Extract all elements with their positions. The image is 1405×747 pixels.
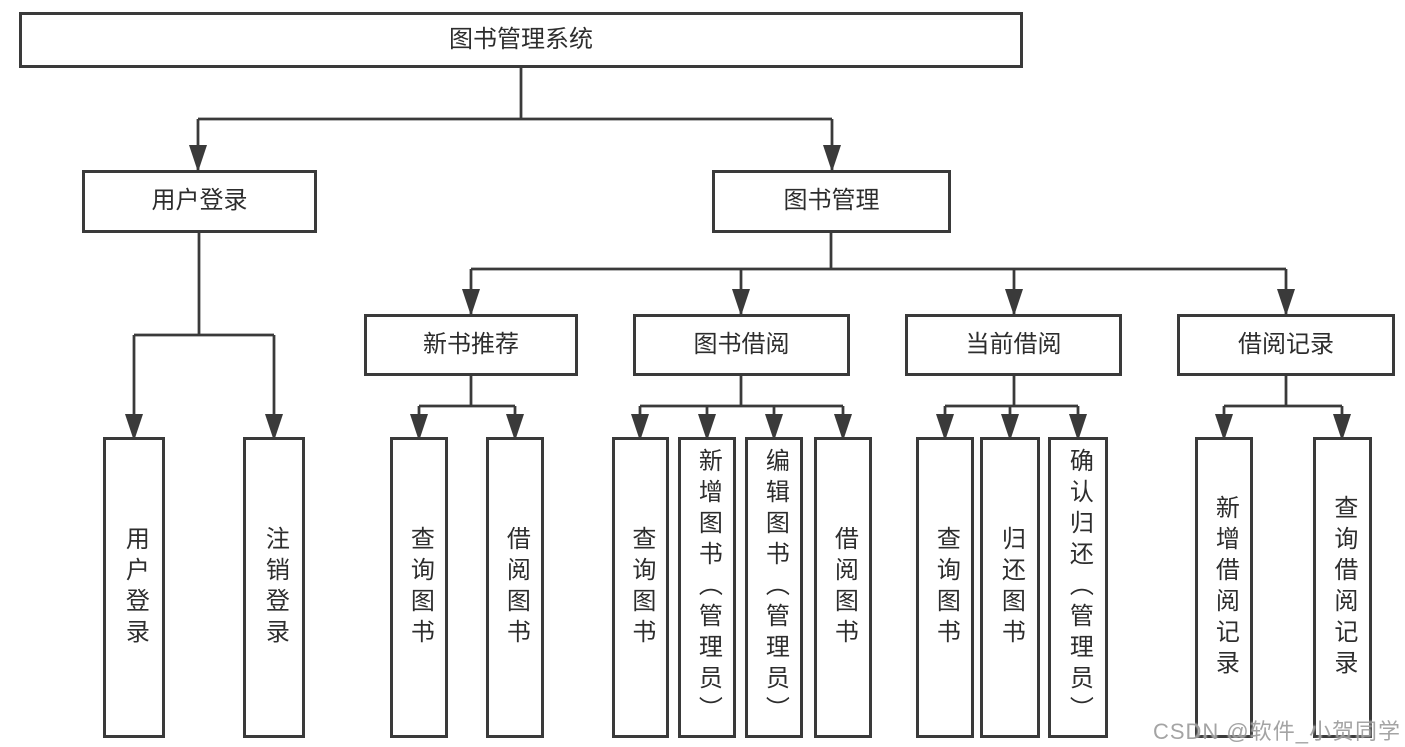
connector-records-to-leaves — [1222, 376, 1344, 439]
arrowhead — [1001, 414, 1019, 441]
arrowhead — [936, 414, 954, 441]
node-book-management-branch: 图书管理 — [712, 170, 951, 233]
leaf-confirm-return-admin: 确认归还（管理员） — [1048, 437, 1108, 738]
arrowhead — [823, 145, 841, 172]
connector-root-to-level2 — [196, 68, 834, 170]
connector-newbook-to-leaves — [417, 376, 517, 439]
leaf-query-books-3: 查询图书 — [916, 437, 974, 738]
leaf-borrow-books-1: 借阅图书 — [486, 437, 544, 738]
arrowhead — [1333, 414, 1351, 441]
node-root-system: 图书管理系统 — [19, 12, 1023, 68]
arrowheads — [125, 145, 1351, 441]
connector-userlogin-to-leaves — [132, 233, 276, 439]
arrowhead — [125, 414, 143, 441]
connector-bookmgmt-to-level3 — [469, 233, 1288, 314]
node-current-borrowing: 当前借阅 — [905, 314, 1122, 376]
node-borrowing-records: 借阅记录 — [1177, 314, 1395, 376]
node-new-book-recommend: 新书推荐 — [364, 314, 578, 376]
leaf-add-borrow-record: 新增借阅记录 — [1195, 437, 1253, 738]
arrowhead — [189, 145, 207, 172]
arrowhead — [765, 414, 783, 441]
arrowhead — [1005, 289, 1023, 316]
node-book-borrowing: 图书借阅 — [633, 314, 850, 376]
arrowhead — [732, 289, 750, 316]
leaf-borrow-books-2: 借阅图书 — [814, 437, 872, 738]
leaf-logout: 注销登录 — [243, 437, 305, 738]
csdn-watermark: CSDN @软件_小贺同学 — [1152, 719, 1401, 744]
arrowhead — [698, 414, 716, 441]
arrowhead — [265, 414, 283, 441]
leaf-query-books-2: 查询图书 — [612, 437, 669, 738]
arrowhead — [631, 414, 649, 441]
leaf-query-borrow-record: 查询借阅记录 — [1313, 437, 1372, 738]
arrowhead — [834, 414, 852, 441]
arrowhead — [506, 414, 524, 441]
leaf-add-book-admin: 新增图书（管理员） — [678, 437, 736, 738]
connector-borrow-to-leaves — [638, 376, 845, 439]
arrowhead — [1069, 414, 1087, 441]
leaf-edit-book-admin: 编辑图书（管理员） — [745, 437, 803, 738]
leaf-query-books-1: 查询图书 — [390, 437, 448, 738]
arrowhead — [410, 414, 428, 441]
arrowhead — [462, 289, 480, 316]
leaf-user-login: 用户登录 — [103, 437, 165, 738]
leaf-return-book: 归还图书 — [980, 437, 1040, 738]
arrowhead — [1215, 414, 1233, 441]
node-user-login-branch: 用户登录 — [82, 170, 317, 233]
arrowhead — [1277, 289, 1295, 316]
